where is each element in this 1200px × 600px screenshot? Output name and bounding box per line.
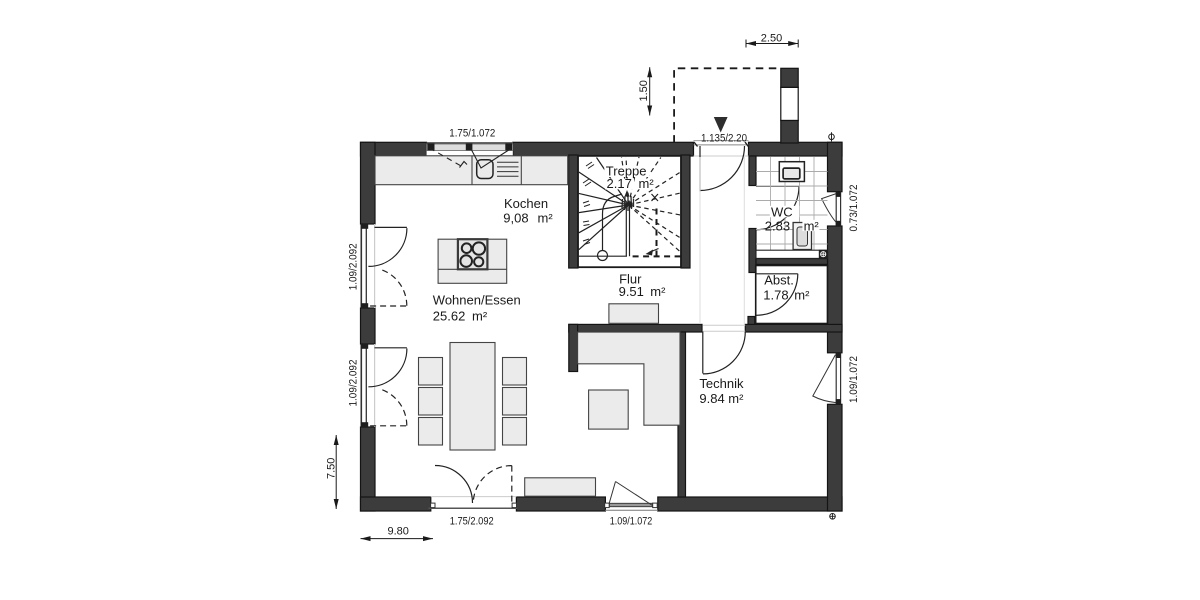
svg-text:9,08: 9,08 (503, 211, 528, 226)
svg-text:1.09/1.072: 1.09/1.072 (848, 356, 860, 403)
svg-text:1.75/1.072: 1.75/1.072 (449, 127, 495, 139)
svg-text:m²: m² (650, 284, 666, 299)
svg-text:9.51: 9.51 (619, 284, 644, 299)
svg-text:WC: WC (771, 205, 793, 220)
svg-text:1.50: 1.50 (638, 80, 650, 101)
svg-text:1.09/1.072: 1.09/1.072 (610, 516, 653, 528)
svg-text:1.78: 1.78 (763, 288, 788, 303)
svg-text:Kochen: Kochen (504, 196, 548, 211)
svg-text:Treppe: Treppe (606, 163, 647, 178)
svg-text:0.73/1.072: 0.73/1.072 (848, 185, 860, 232)
svg-text:m²: m² (538, 211, 554, 226)
svg-text:m²: m² (794, 288, 810, 303)
svg-text:2.17: 2.17 (607, 176, 632, 191)
svg-text:Abst.: Abst. (764, 273, 794, 288)
svg-text:m²: m² (804, 218, 820, 233)
svg-text:7.50: 7.50 (326, 458, 338, 479)
svg-text:2.50: 2.50 (761, 32, 782, 44)
svg-text:Flur: Flur (619, 272, 642, 287)
svg-text:1.09/2.092: 1.09/2.092 (348, 360, 360, 407)
svg-text:Wohnen/Essen: Wohnen/Essen (433, 293, 521, 308)
svg-text:25.62: 25.62 (433, 308, 466, 323)
svg-text:1.75/2.092: 1.75/2.092 (450, 516, 494, 528)
svg-text:9.84 m²: 9.84 m² (699, 391, 744, 406)
svg-text:m²: m² (639, 176, 655, 191)
svg-text:2.83: 2.83 (765, 218, 790, 233)
svg-text:Technik: Technik (699, 376, 744, 391)
svg-text:1.135/2.20: 1.135/2.20 (701, 133, 747, 145)
svg-text:m²: m² (472, 308, 488, 323)
svg-text:9.80: 9.80 (388, 526, 409, 538)
svg-text:1.09/2.092: 1.09/2.092 (348, 243, 360, 290)
